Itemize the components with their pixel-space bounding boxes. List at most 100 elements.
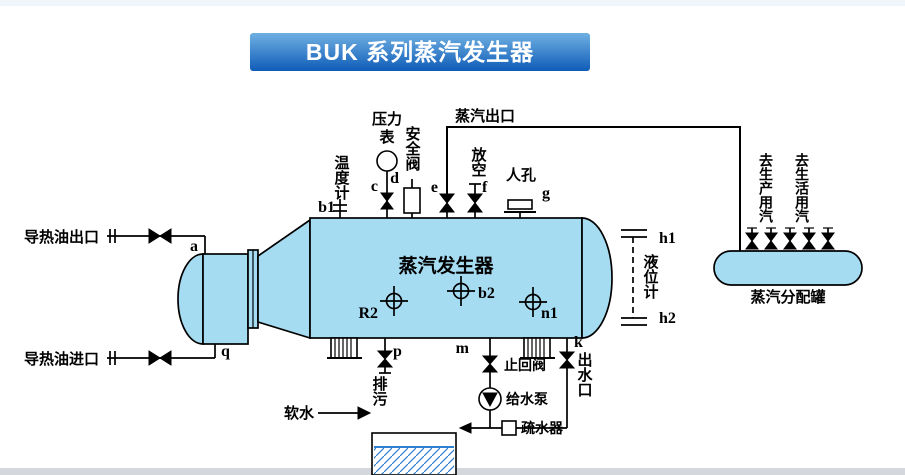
- point-m-label: m: [456, 340, 470, 357]
- distribution-valve-icon: [764, 227, 778, 250]
- point-d-label: d: [390, 170, 399, 187]
- level-h2-label: h2: [659, 310, 676, 327]
- level-h1-label: h1: [659, 230, 676, 247]
- vessel-head-cylinder: [202, 253, 249, 345]
- tank-water: [374, 446, 454, 474]
- blowdown-valve-icon: [376, 350, 394, 360]
- safety-valve-fitting: d 安全阀: [390, 125, 421, 218]
- pressure-gauge-label-line1: 压力: [372, 110, 402, 128]
- oil-inlet-label: 导热油进口: [24, 350, 99, 368]
- distribution-valve-icon: [821, 227, 835, 250]
- point-f-label: f: [482, 179, 488, 196]
- blowdown-line: p 排污: [371, 338, 402, 407]
- water-tank: [371, 432, 457, 475]
- soft-water-label: 软水: [284, 404, 315, 422]
- safety-valve-icon: [403, 187, 421, 214]
- steam-generator-vessel: 蒸汽发生器: [177, 217, 613, 345]
- water-outlet-line: k 出水口 疏水器: [458, 334, 593, 436]
- top-edge-band: [0, 0, 905, 6]
- oil-outlet-valve-icon: [148, 228, 161, 244]
- steam-outlet-pipe: 蒸汽出口: [446, 107, 741, 251]
- page-title: BUK 系列蒸汽发生器: [306, 39, 534, 65]
- point-p-label: p: [393, 343, 402, 360]
- nozzle-b2-label: b2: [478, 285, 495, 302]
- distribution-tank-body: [713, 250, 863, 286]
- nozzle-r2-symbol: [380, 286, 408, 316]
- point-g-label: g: [542, 185, 550, 202]
- pressure-gauge-icon: [376, 150, 398, 172]
- valve-e-icon: [438, 202, 456, 213]
- safety-valve-label: 安全阀: [404, 125, 422, 172]
- vent-valve-icon: [466, 202, 484, 213]
- vessel-cone: [257, 218, 311, 340]
- oil-outlet-valve-icon: [159, 228, 172, 244]
- vent-valve-icon: [466, 193, 484, 204]
- steam-pipe-line: [446, 126, 741, 251]
- bottom-support-right: [520, 337, 555, 359]
- vessel-label: 蒸汽发生器: [398, 254, 494, 277]
- gauge-valve-icon: [380, 200, 394, 210]
- feed-pump-label: 给水泵: [506, 391, 548, 407]
- water-outlet-label: 出水口: [576, 351, 593, 397]
- thermometer-fitting: b1 温度计: [318, 155, 350, 218]
- title-banner-bg: [250, 33, 590, 71]
- thermometer-label: 温度计: [333, 155, 350, 201]
- steam-outlet-valve: e: [431, 179, 456, 218]
- outlet-valve-icon: [558, 359, 576, 369]
- manhole-cover-icon: [507, 199, 533, 210]
- nozzle-n1-label: n1: [541, 305, 558, 322]
- distribution-valves: [745, 227, 835, 250]
- oil-outlet-label: 导热油出口: [24, 228, 99, 246]
- gauge-valve-icon: [380, 192, 394, 202]
- vessel-shell: [309, 217, 583, 339]
- distribution-tank-label: 蒸汽分配罐: [750, 288, 825, 306]
- vessel-right-cap: [581, 217, 613, 339]
- check-valve-label: 止回阀: [504, 357, 546, 373]
- to-production-steam-label: 去生产用汽: [758, 152, 774, 224]
- point-c-label: c: [371, 178, 378, 195]
- soft-water-line: 软水: [284, 404, 372, 422]
- point-e-label: e: [431, 179, 438, 196]
- steam-outlet-label: 蒸汽出口: [455, 107, 515, 125]
- title-banner: BUK 系列蒸汽发生器: [250, 33, 590, 71]
- pressure-gauge-fitting: c 压力 表: [371, 110, 402, 218]
- point-b1-label: b1: [318, 199, 335, 216]
- steam-distribution: 蒸汽分配罐 去生产用汽 去生活用汽: [713, 152, 863, 306]
- level-gauge-label: 液位计: [642, 253, 659, 300]
- vessel-left-cap: [177, 253, 204, 345]
- pressure-gauge-label-line2: 表: [379, 128, 395, 146]
- oil-outlet-pipe: 导热油出口 a: [24, 228, 206, 255]
- valve-e-icon: [438, 193, 456, 204]
- feed-pump-icon: [482, 392, 498, 408]
- distribution-valve-icon: [745, 227, 759, 250]
- point-k-label: k: [574, 334, 583, 351]
- to-domestic-steam-label: 去生活用汽: [794, 152, 810, 224]
- blowdown-label: 排污: [371, 375, 388, 407]
- point-a-label: a: [190, 238, 198, 255]
- flow-arrow-icon: [458, 422, 472, 434]
- soft-water-arrow-icon: [357, 406, 372, 420]
- oil-inlet-valve-icon: [159, 350, 172, 366]
- nozzle-n1-symbol: [519, 287, 547, 317]
- internal-nozzles: R2 b2 n1: [358, 276, 558, 322]
- check-valve-icon: [481, 355, 499, 365]
- distribution-valve-icon: [783, 227, 797, 250]
- oil-inlet-pipe: 导热油进口 q: [24, 343, 230, 368]
- blowdown-valve-icon: [376, 358, 394, 368]
- steam-trap-label: 疏水器: [521, 420, 564, 436]
- vent-fitting: f 放空: [466, 146, 488, 218]
- steam-trap-icon: [501, 420, 517, 436]
- level-gauge: h1 h2 液位计: [621, 229, 676, 327]
- nozzle-b2-symbol: [447, 276, 475, 306]
- check-valve-icon: [481, 363, 499, 373]
- point-q-label: q: [221, 343, 230, 360]
- manhole-label: 人孔: [506, 167, 536, 184]
- bottom-support-left: [327, 337, 362, 359]
- vent-label: 放空: [470, 146, 488, 177]
- manhole-fitting: 人孔 g: [504, 167, 550, 218]
- outlet-valve-icon: [558, 351, 576, 361]
- distribution-valve-icon: [802, 227, 816, 250]
- nozzle-r2-label: R2: [358, 305, 378, 322]
